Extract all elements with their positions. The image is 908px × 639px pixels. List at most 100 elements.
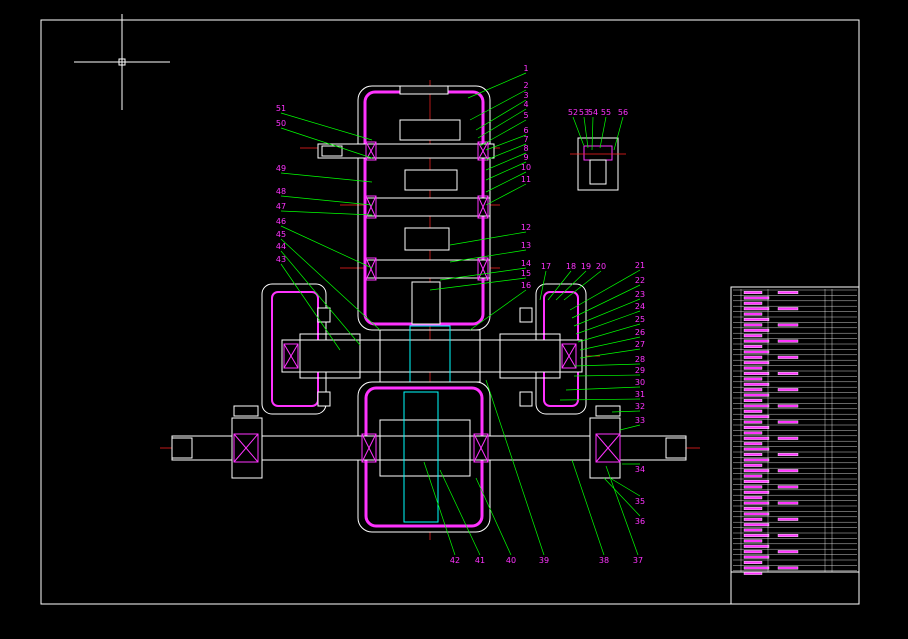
leader-line	[485, 134, 527, 151]
callout-label: 19	[581, 262, 591, 271]
callout-label: 22	[635, 276, 645, 285]
callout-label: 25	[635, 315, 645, 324]
table-cell-mark	[743, 436, 770, 440]
table-cell-mark	[777, 550, 799, 554]
callout-label: 32	[635, 402, 645, 411]
callout-label: 31	[635, 390, 645, 399]
leader-line	[280, 112, 373, 141]
callout-label: 52	[568, 108, 578, 117]
leader-line	[559, 398, 641, 401]
callout-label: 11	[521, 175, 531, 184]
leader-line	[583, 116, 589, 149]
table-cell-mark	[743, 307, 770, 311]
table-cell-mark	[777, 404, 799, 408]
leader-line	[611, 410, 641, 413]
leader-line	[599, 116, 607, 149]
table-cell-mark	[743, 528, 763, 532]
callout-label: 40	[506, 556, 516, 565]
table-cell-mark	[777, 355, 799, 359]
table-cell-mark	[777, 534, 799, 538]
callout-label: 29	[635, 366, 645, 375]
table-cell-mark	[743, 355, 763, 359]
leader-line	[477, 108, 527, 139]
leader-line	[563, 270, 602, 301]
leader-line	[565, 386, 641, 391]
table-cell-mark	[743, 420, 763, 424]
callout-label: 16	[521, 281, 531, 290]
leader-line	[485, 143, 527, 161]
callout-label: 53	[579, 108, 589, 117]
leader-line	[485, 379, 545, 556]
leader-line	[577, 323, 641, 343]
callout-label: 17	[541, 262, 551, 271]
leader-line	[280, 127, 373, 159]
table-cell-mark	[777, 323, 799, 327]
table-cell-mark	[743, 372, 770, 376]
callout-label: 36	[635, 517, 645, 526]
table-cell-mark	[743, 393, 770, 397]
table-cell-mark	[743, 312, 763, 316]
middle-cross-shaft	[261, 283, 587, 415]
callout-label: 43	[276, 255, 286, 264]
upper-shafts	[317, 119, 495, 325]
table-cell-mark	[743, 490, 770, 494]
callout-label: 55	[601, 108, 611, 117]
leader-line	[605, 465, 639, 556]
callout-label: 30	[635, 378, 645, 387]
leader-line	[603, 477, 641, 517]
callout-label: 46	[276, 217, 286, 226]
leader-line	[280, 238, 381, 331]
callout-label: 39	[539, 556, 549, 565]
table-cell-mark	[743, 388, 763, 392]
callout-label: 7	[523, 135, 528, 144]
leader-line	[280, 263, 341, 351]
table-cell-mark	[743, 431, 763, 435]
table-cell-mark	[743, 550, 763, 554]
table-cell-mark	[777, 453, 799, 457]
table-cell-mark	[743, 512, 770, 516]
callout-label: 38	[599, 556, 609, 565]
table-cell-mark	[777, 420, 799, 424]
callout-label: 42	[450, 556, 460, 565]
table-cell-mark	[743, 350, 770, 354]
table-cell-mark	[777, 436, 799, 440]
table-cell-mark	[777, 566, 799, 570]
table-cell-mark	[743, 334, 763, 338]
leader-line	[619, 424, 641, 431]
table-cell-mark	[743, 323, 763, 327]
leader-line	[572, 116, 585, 147]
leader-line	[573, 298, 641, 327]
callout-label: 47	[276, 202, 286, 211]
table-cell-mark	[743, 544, 770, 548]
leader-line	[280, 225, 373, 269]
callout-label: 35	[635, 497, 645, 506]
table-cell-mark	[777, 388, 799, 392]
leader-line	[423, 461, 456, 556]
leader-line	[280, 172, 373, 183]
leader-line	[467, 72, 527, 99]
callout-label: 27	[635, 340, 645, 349]
callout-label: 21	[635, 261, 645, 270]
leader-line	[449, 231, 527, 246]
leader-line	[479, 119, 527, 147]
callout-label: 51	[276, 104, 286, 113]
leader-line	[571, 459, 605, 556]
table-cell-mark	[743, 469, 770, 473]
callout-label: 2	[523, 81, 528, 90]
callout-label: 15	[521, 269, 531, 278]
crosshair-cursor-icon	[74, 14, 170, 110]
leader-line	[609, 477, 641, 497]
table-cell-mark	[743, 382, 770, 386]
table-cell-mark	[777, 291, 799, 295]
detail-view	[570, 137, 626, 191]
leader-lines	[280, 72, 641, 556]
table-cell-mark	[743, 474, 763, 478]
table-cell-mark	[743, 501, 770, 505]
table-cell-mark	[777, 501, 799, 505]
leader-line	[280, 210, 373, 216]
table-cell-mark	[743, 339, 770, 343]
table-cell-mark	[743, 496, 763, 500]
leader-line	[475, 477, 512, 556]
leader-line	[439, 267, 527, 281]
